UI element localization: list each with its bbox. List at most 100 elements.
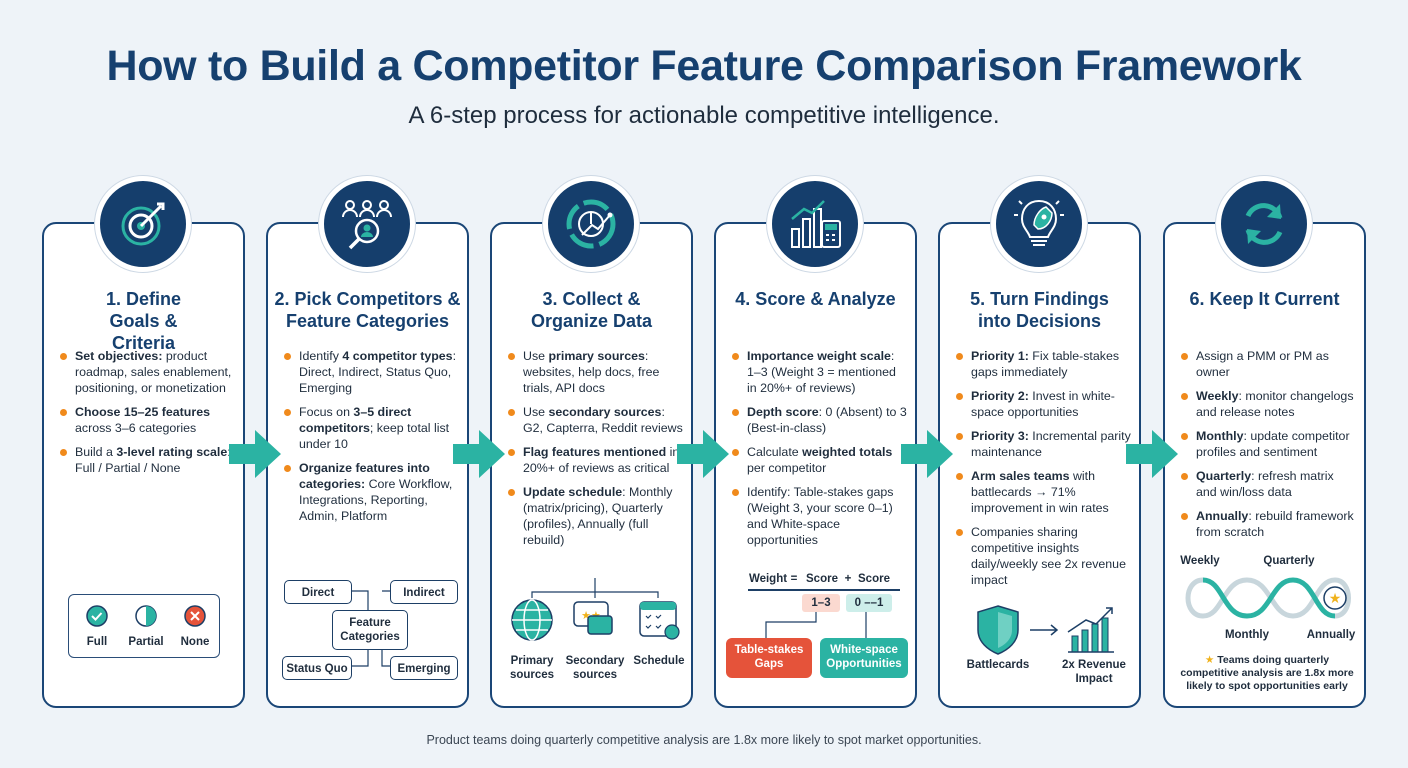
people-search-icon <box>319 176 415 272</box>
page-title: How to Build a Competitor Feature Compar… <box>106 42 1302 90</box>
bullet: Focus on 3–5 direct competitors; keep to… <box>284 404 459 452</box>
source-primary: Primary sources <box>509 655 555 681</box>
step-card-5: 5. Turn Findings into Decisions Priority… <box>938 222 1141 708</box>
step-title: 1. Define Goals & Criteria <box>105 289 182 353</box>
step-bullets: Priority 1: Fix table-stakes gaps immedi… <box>956 348 1131 596</box>
source-schedule: Schedule <box>633 655 685 667</box>
timeline-annually: Annually <box>1306 629 1356 641</box>
outcome-revenue: 2x Revenue Impact <box>1062 659 1126 685</box>
target-icon <box>95 176 191 272</box>
diagram-direct: Direct <box>284 580 352 604</box>
calendar-icon <box>639 601 680 640</box>
legend-none: None <box>180 636 210 648</box>
tag-table-stakes: Table-stakes Gaps <box>726 638 812 678</box>
formula-score-range: 0 ––1 <box>846 594 892 612</box>
step-card-6: 6. Keep It Current Assign a PMM or PM as… <box>1163 222 1366 708</box>
bullet: Use primary sources: websites, help docs… <box>508 348 683 396</box>
bullet: Annually: rebuild framework from scratch <box>1181 508 1356 540</box>
rocket-idea-icon <box>991 176 1087 272</box>
legend-partial: Partial <box>128 636 164 648</box>
bullet: Monthly: update competitor profiles and … <box>1181 428 1356 460</box>
timeline-monthly: Monthly <box>1224 629 1270 641</box>
outcomes-diagram: Battlecards 2x Revenue Impact <box>950 602 1133 692</box>
bullet: Update schedule: Monthly (matrix/pricing… <box>508 484 683 548</box>
step-bullets: Importance weight scale: 1–3 (Weight 3 =… <box>732 348 907 556</box>
diagram-center: Feature Categories <box>332 610 408 650</box>
bullet: Assign a PMM or PM as owner <box>1181 348 1356 380</box>
formula-divider <box>748 589 900 591</box>
formula-score-2: Score <box>858 573 890 585</box>
arrow-right-icon <box>677 430 729 478</box>
footer-note: Product teams doing quarterly competitiv… <box>426 733 982 747</box>
cadence-note: ★ Teams doing quarterly competitive anal… <box>1180 654 1354 692</box>
step-card-4: 4. Score & Analyze Importance weight sca… <box>714 222 917 708</box>
step-title: 2. Pick Competitors & Feature Categories <box>274 289 461 331</box>
bullet: Build a 3-level rating scale: Full / Par… <box>60 444 235 476</box>
formula-plus: + <box>844 573 852 585</box>
step-card-1: 1. Define Goals & Criteria Set objective… <box>42 222 245 708</box>
bullet: Quarterly: refresh matrix and win/loss d… <box>1181 468 1356 500</box>
formula-weight: Weight <box>748 573 788 585</box>
refresh-icon <box>1216 176 1312 272</box>
full-check-icon <box>86 605 108 627</box>
arrow-right-icon <box>229 430 281 478</box>
step-title: 4. Score & Analyze <box>735 289 896 309</box>
step-title: 3. Collect & Organize Data <box>530 289 653 331</box>
diagram-status-quo: Status Quo <box>282 656 352 680</box>
bullet: Choose 15–25 features across 3–6 categor… <box>60 404 235 436</box>
outcome-battlecards: Battlecards <box>966 659 1030 671</box>
formula-weight-range: 1–3 <box>802 594 840 612</box>
globe-icon <box>511 599 553 641</box>
star-icon: ★ <box>1204 654 1215 666</box>
star-icon: ★ <box>1329 591 1342 607</box>
bullet: Identify: Table-stakes gaps (Weight 3, y… <box>732 484 907 548</box>
diagram-emerging: Emerging <box>390 656 458 680</box>
tag-white-space: White-space Opportunities <box>820 638 908 678</box>
shield-icon <box>977 605 1019 655</box>
growth-chart-icon <box>1067 607 1114 653</box>
competitor-diagram: Direct Indirect Feature Categories Statu… <box>278 576 461 686</box>
bullet: Importance weight scale: 1–3 (Weight 3 =… <box>732 348 907 396</box>
step-bullets: Identify 4 competitor types: Direct, Ind… <box>284 348 459 532</box>
sources-diagram: ★★ Primary sources Secondary sources Sch… <box>498 574 689 684</box>
step-bullets: Set objectives: product roadmap, sales e… <box>60 348 235 484</box>
step-card-2: 2. Pick Competitors & Feature Categories… <box>266 222 469 708</box>
arrow-right-icon <box>901 430 953 478</box>
bullet: Weekly: monitor changelogs and release n… <box>1181 388 1356 420</box>
step-bullets: Use primary sources: websites, help docs… <box>508 348 683 556</box>
bullet: Organize features into categories: Core … <box>284 460 459 524</box>
bullet: Companies sharing competitive insights d… <box>956 524 1131 588</box>
cadence-timeline: Weekly Quarterly ★ Monthly Annually ★ Te… <box>1173 554 1360 704</box>
bullet: Flag features mentioned in 20%+ of revie… <box>508 444 683 476</box>
rating-legend: Full Partial None <box>68 594 220 658</box>
partial-half-icon <box>135 605 157 627</box>
formula-score: Score <box>806 573 838 585</box>
timeline-quarterly: Quarterly <box>1263 555 1315 567</box>
bullet: Identify 4 competitor types: Direct, Ind… <box>284 348 459 396</box>
legend-full: Full <box>86 636 108 648</box>
step-title: 6. Keep It Current <box>1189 289 1340 309</box>
bullet: Priority 3: Incremental parity maintenan… <box>956 428 1131 460</box>
bullet: Calculate weighted totals per competitor <box>732 444 907 476</box>
review-stars-icon: ★★ <box>573 601 613 635</box>
score-formula: Weight = Score + Score 1–3 0 ––1 Table-s… <box>726 572 909 682</box>
step-title: 5. Turn Findings into Decisions <box>970 289 1109 331</box>
bullet: Set objectives: product roadmap, sales e… <box>60 348 235 396</box>
timeline-weekly: Weekly <box>1180 555 1220 567</box>
bullet: Priority 2: Invest in white-space opport… <box>956 388 1131 420</box>
bullet: Priority 1: Fix table-stakes gaps immedi… <box>956 348 1131 380</box>
none-x-icon <box>184 605 206 627</box>
bullet: Use secondary sources: G2, Capterra, Red… <box>508 404 683 436</box>
step-card-3: 3. Collect & Organize Data Use primary s… <box>490 222 693 708</box>
diagram-indirect: Indirect <box>390 580 458 604</box>
data-chart-icon <box>543 176 639 272</box>
step-bullets: Assign a PMM or PM as owner Weekly: moni… <box>1181 348 1356 548</box>
page-subtitle: A 6-step process for actionable competit… <box>408 102 1000 129</box>
analytics-icon <box>767 176 863 272</box>
bullet: Depth score: 0 (Absent) to 3 (Best-in-cl… <box>732 404 907 436</box>
bullet: Arm sales teams with battlecards → 71% i… <box>956 468 1131 516</box>
source-secondary: Secondary sources <box>565 655 625 681</box>
arrow-right-icon <box>1126 430 1178 478</box>
formula-eq: = <box>790 573 798 585</box>
arrow-right-icon <box>453 430 505 478</box>
